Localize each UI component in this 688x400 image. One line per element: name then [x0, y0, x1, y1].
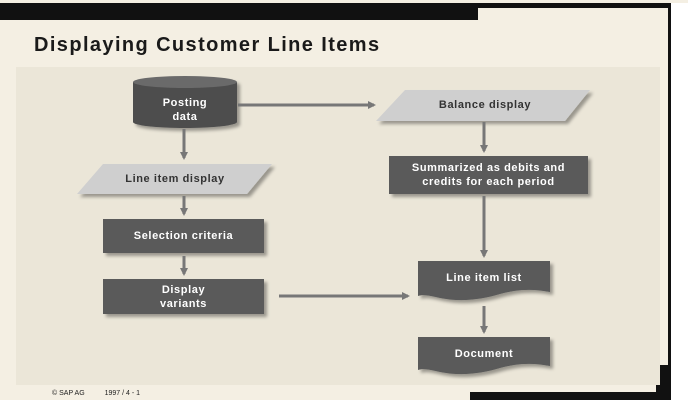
summarized-label: Summarized as debits and credits for eac… — [411, 162, 566, 188]
line-item-list-label: Line item list — [446, 272, 522, 284]
slide-title: Displaying Customer Line Items — [34, 34, 381, 56]
display-variants-label: Display variants — [160, 284, 207, 310]
footer: © SAP AG 1997 / 4 - 1 — [52, 390, 158, 397]
selection-criteria-label: Selection criteria — [133, 230, 234, 242]
posting-data-cylinder — [133, 76, 237, 128]
footer-reference: 1997 / 4 - 1 — [104, 390, 141, 397]
bottom-border-bar — [470, 392, 670, 400]
line-item-list-shape — [418, 261, 550, 301]
top-border-thin — [478, 3, 670, 8]
document-label: Document — [454, 348, 514, 360]
summarized-box — [389, 156, 588, 194]
balance-display-label: Balance display — [438, 99, 532, 111]
balance-display-shape — [376, 90, 590, 121]
top-border-bar — [0, 3, 478, 20]
document-shape — [418, 337, 550, 375]
selection-criteria-box — [103, 219, 264, 253]
line-item-display-label: Line item display — [125, 173, 225, 185]
line-item-display-shape — [77, 164, 272, 194]
display-variants-box — [103, 279, 264, 314]
posting-data-label: Posting data — [162, 97, 208, 123]
right-edge — [670, 3, 688, 400]
right-border-line — [668, 3, 671, 365]
footer-copyright: © SAP AG — [52, 390, 85, 397]
